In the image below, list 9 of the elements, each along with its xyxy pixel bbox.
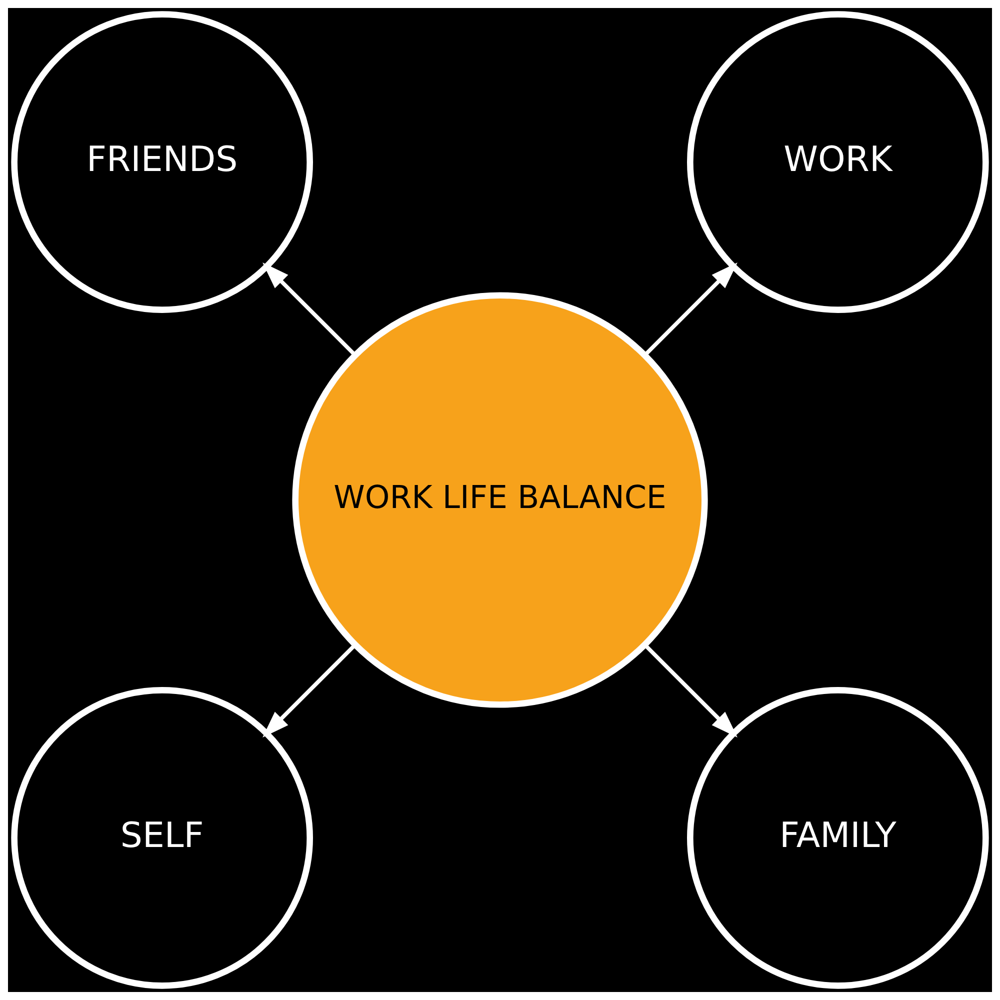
node-circle: FRIENDS xyxy=(11,11,313,313)
arrow xyxy=(643,643,738,738)
arrow xyxy=(643,262,738,357)
node-circle: FAMILY xyxy=(687,687,989,989)
node-circle: SELF xyxy=(11,687,313,989)
node-circle: WORK LIFE BALANCE xyxy=(292,292,708,708)
arrow xyxy=(262,262,357,357)
arrow xyxy=(262,643,357,738)
node-circle: WORK xyxy=(687,11,989,313)
